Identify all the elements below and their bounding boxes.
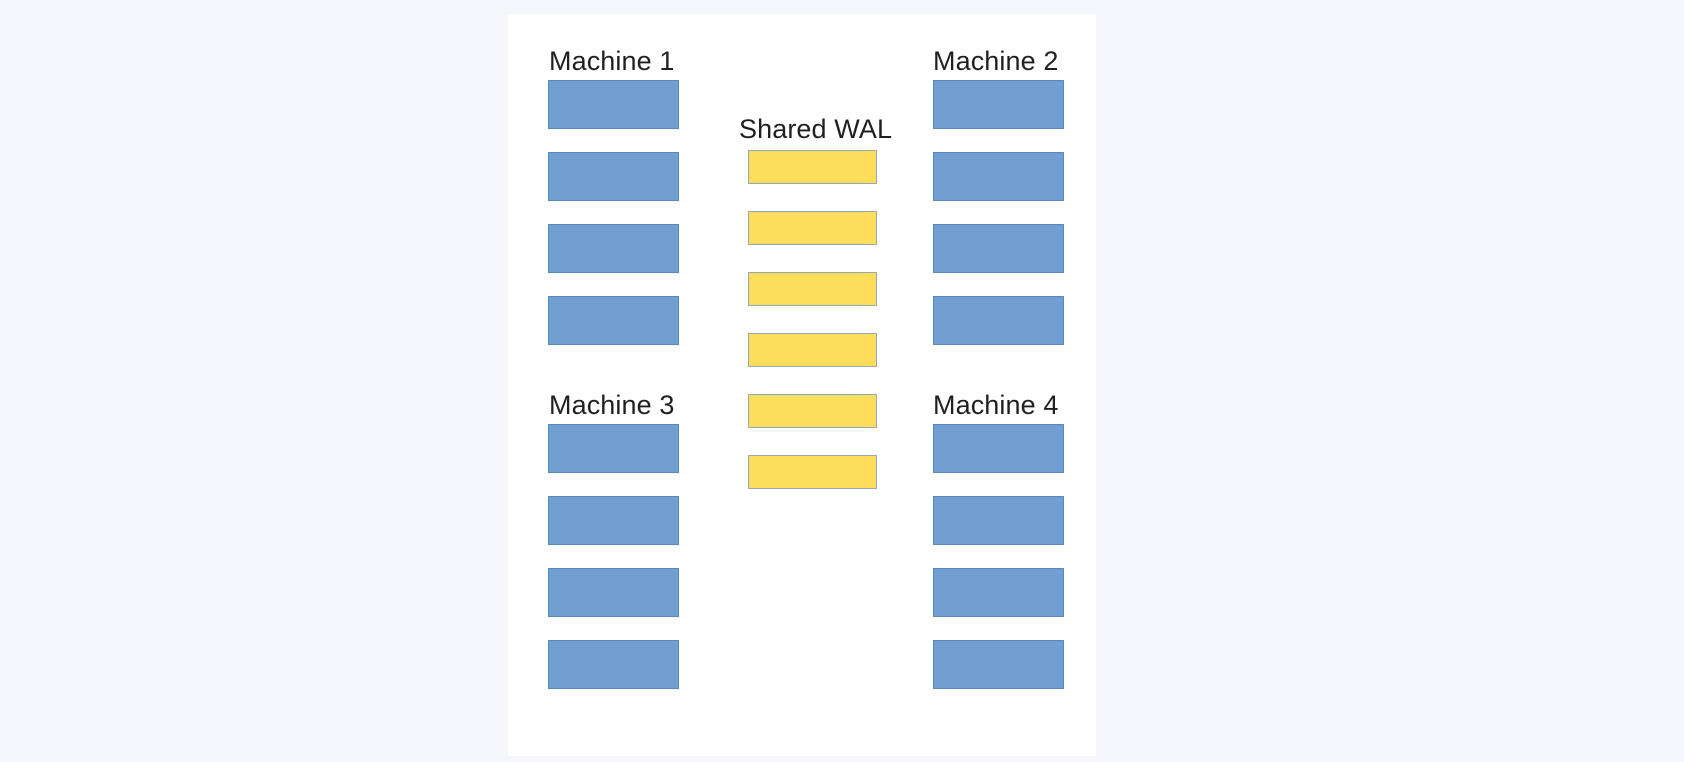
machine-3-block[interactable] [548,640,679,689]
machine-4-block[interactable] [933,640,1064,689]
shared-wal-block[interactable] [748,272,877,306]
shared-wal-block[interactable] [748,211,877,245]
shared-wal-title: Shared WAL [739,114,893,144]
machine-1-block[interactable] [548,152,679,201]
machine-4-block[interactable] [933,568,1064,617]
machine-1-title: Machine 1 [549,46,675,76]
machine-2-block[interactable] [933,80,1064,129]
machine-3-block[interactable] [548,424,679,473]
machine-1-block[interactable] [548,224,679,273]
machine-4-block[interactable] [933,424,1064,473]
machine-2-block[interactable] [933,224,1064,273]
machine-3-block[interactable] [548,568,679,617]
machine-1-block[interactable] [548,80,679,129]
shared-wal-block[interactable] [748,394,877,428]
machine-1-block[interactable] [548,296,679,345]
machine-4-block[interactable] [933,496,1064,545]
machine-2-block[interactable] [933,152,1064,201]
machine-2-block[interactable] [933,296,1064,345]
shared-wal-block[interactable] [748,150,877,184]
diagram-panel: Machine 1 Machine 2 Machine 3 Machine 4 … [508,14,1096,756]
machine-2-title: Machine 2 [933,46,1059,76]
shared-wal-block[interactable] [748,333,877,367]
machine-3-title: Machine 3 [549,390,675,420]
shared-wal-block[interactable] [748,455,877,489]
machine-4-title: Machine 4 [933,390,1059,420]
machine-3-block[interactable] [548,496,679,545]
